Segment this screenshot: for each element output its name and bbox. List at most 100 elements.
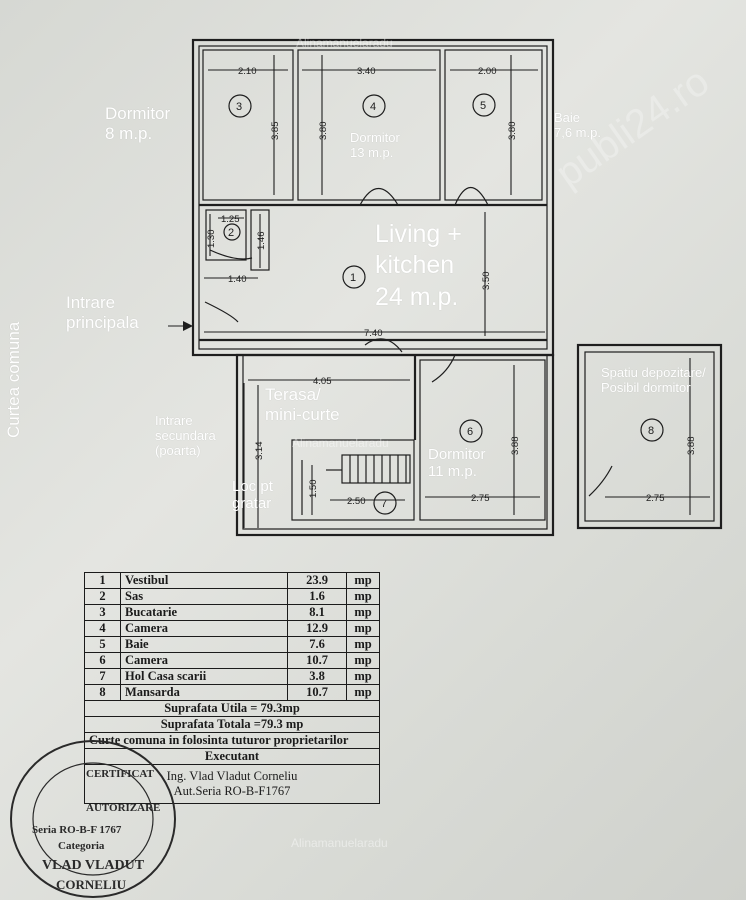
table-cell-idx: 3 — [84, 604, 121, 621]
table-cell-value: 1.6 — [287, 588, 347, 605]
label-dormitor-3: Dormitor 8 m.p. — [105, 104, 171, 143]
executant-seria: Aut.Seria RO-B-F1767 — [173, 784, 291, 798]
exterior-walls — [191, 38, 723, 537]
watermark-author-middle: Alinamanuelaradu — [292, 436, 389, 450]
table-cell-unit: mp — [346, 636, 380, 653]
table-cell-idx: 2 — [84, 588, 121, 605]
dim-r3-height: 3.85 — [270, 122, 281, 141]
table-row-suprafata-totala: Suprafata Totala =79.3 mp — [84, 716, 380, 733]
room-markers: 3 4 5 2 1 6 7 8 — [223, 93, 664, 515]
dim-r7-height: 1.50 — [308, 480, 319, 499]
executant-name: Ing. Vlad Vladut Corneliu — [166, 769, 298, 783]
table-cell-idx: 8 — [84, 684, 121, 701]
suprafata-totala: Suprafata Totala =79.3 mp — [84, 716, 380, 733]
table-cell-name: Hol Casa scarii — [120, 668, 288, 685]
dim-hall-width: 1.40 — [228, 274, 247, 285]
table-cell-name: Baie — [120, 636, 288, 653]
table-cell-value: 10.7 — [287, 652, 347, 669]
dim-terasa-height: 3.14 — [254, 442, 265, 461]
table-cell-idx: 7 — [84, 668, 121, 685]
table-cell-unit: mp — [346, 668, 380, 685]
dim-terasa-width: 4.05 — [313, 376, 332, 387]
table-cell-value: 12.9 — [287, 620, 347, 637]
table-cell-idx: 4 — [84, 620, 121, 637]
watermark-author-top: Alinamanuelaradu — [296, 36, 393, 50]
table-cell-value: 3.8 — [287, 668, 347, 685]
stamp-line-5: VLAD VLADUT — [42, 858, 145, 873]
stamp-line-1: CERTIFICAT — [86, 768, 154, 780]
room-number-1: 1 — [350, 272, 356, 284]
dim-r5-width: 2.00 — [478, 66, 497, 77]
stamp-line-3: Seria RO-B-F 1767 — [32, 824, 122, 836]
executant-details: Ing. Vlad Vladut Corneliu Aut.Seria RO-B… — [84, 764, 380, 804]
curte-comuna-note: Curte comuna in folosinta tuturor propri… — [84, 732, 380, 749]
table-cell-name: Sas — [120, 588, 288, 605]
suprafata-utila: Suprafata Utila = 79.3mp — [84, 700, 380, 717]
dim-r1-width: 7.40 — [364, 328, 383, 339]
table-cell-unit: mp — [346, 684, 380, 701]
table-cell-value: 10.7 — [287, 684, 347, 701]
room-number-7: 7 — [381, 498, 387, 510]
dim-r8-height: 3.88 — [686, 437, 697, 456]
dim-r6-height: 3.88 — [510, 437, 521, 456]
table-row-curte: Curte comuna in folosinta tuturor propri… — [84, 732, 380, 749]
stamp-circle — [10, 740, 176, 898]
dim-r6-width: 2.75 — [471, 493, 490, 504]
label-spatiu-depozitare: Spatiu depozitare/ Posibil dormitor — [601, 365, 706, 395]
room-number-4: 4 — [370, 101, 376, 113]
certification-stamp: CERTIFICAT AUTORIZARE Seria RO-B-F 1767 … — [8, 738, 178, 900]
label-dormitor-6: Dormitor 11 m.p. — [428, 446, 486, 481]
label-curtea-comuna: Curtea comuna — [4, 321, 23, 438]
label-baie: Baie 7,6 m.p. — [554, 110, 601, 140]
table-row-signature: Ing. Vlad Vladut Corneliu Aut.Seria RO-B… — [84, 764, 380, 804]
room-number-8: 8 — [648, 425, 654, 437]
staircase — [326, 454, 411, 484]
dim-r5-height: 3.80 — [507, 122, 518, 141]
dim-r1-height: 3.50 — [481, 272, 492, 291]
table-cell-name: Camera — [120, 620, 288, 637]
table-cell-value: 23.9 — [287, 572, 347, 589]
dim-r8-width: 2.75 — [646, 493, 665, 504]
dim-r4-height: 3.80 — [318, 122, 329, 141]
table-cell-unit: mp — [346, 604, 380, 621]
table-cell-unit: mp — [346, 588, 380, 605]
room-number-3: 3 — [236, 101, 242, 113]
label-intrare-principala: Intrare principala — [66, 293, 139, 332]
table-cell-name: Camera — [120, 652, 288, 669]
label-loc-gratar: Loc pt gratar — [232, 478, 273, 513]
table-cell-unit: mp — [346, 652, 380, 669]
table-cell-unit: mp — [346, 620, 380, 637]
table-row-suprafata-utila: Suprafata Utila = 79.3mp — [84, 700, 380, 717]
stamp-line-6: CORNELIU — [56, 877, 127, 892]
table-cell-idx: 6 — [84, 652, 121, 669]
table-cell-name: Bucatarie — [120, 604, 288, 621]
floor-plan-drawing: 2.10 3.85 3.40 3.80 2.00 3.80 1.25 1.30 … — [168, 38, 723, 537]
label-dormitor-4: Dormitor 13 m.p. — [350, 130, 400, 160]
stamp-line-4: Categoria — [58, 840, 105, 852]
table-cell-name: Vestibul — [120, 572, 288, 589]
entrance-arrow — [168, 321, 193, 331]
table-cell-name: Mansarda — [120, 684, 288, 701]
label-terasa: Terasa/ mini-curte — [265, 385, 340, 424]
watermark-author-bottom: Alinamanuelaradu — [291, 836, 388, 850]
stamp-line-2: AUTORIZARE — [86, 802, 161, 814]
label-living-kitchen: Living + kitchen 24 m.p. — [375, 220, 462, 311]
room-number-6: 6 — [467, 426, 473, 438]
table-cell-idx: 5 — [84, 636, 121, 653]
label-intrare-secundara: Intrare secundara (poarta) — [155, 413, 216, 458]
dimension-lines — [204, 55, 710, 528]
room-number-5: 5 — [480, 100, 486, 112]
dim-r4-width: 3.40 — [357, 66, 376, 77]
room-number-2: 2 — [228, 227, 234, 239]
dim-r2-width: 1.25 — [221, 214, 240, 225]
table-cell-unit: mp — [346, 572, 380, 589]
